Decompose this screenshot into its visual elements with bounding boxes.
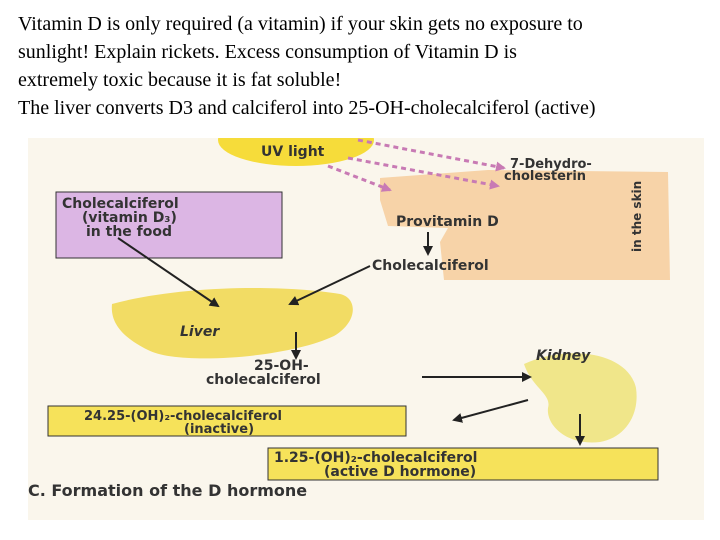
- skin-to-liver-arrow: [288, 265, 371, 306]
- kidney-shape: [524, 353, 637, 443]
- text-line: sunlight! Explain rickets. Excess consum…: [18, 41, 517, 63]
- liver-label: Liver: [180, 324, 220, 340]
- diagram-svg: UV light 7-Dehydro- cholesterin in the s…: [28, 138, 670, 500]
- uv-arrow: [327, 164, 392, 192]
- text-line: extremely toxic because it is fat solubl…: [18, 69, 342, 91]
- inactive-label-2: (inactive): [184, 422, 254, 437]
- cholecalciferol-skin-label: Cholecalciferol: [372, 258, 489, 274]
- in-the-skin-label: in the skin: [630, 181, 644, 252]
- diagram-caption: C. Formation of the D hormone: [28, 481, 307, 500]
- uv-light-label: UV light: [261, 144, 325, 160]
- skin-shape: [380, 170, 670, 280]
- active-label-2: (active D hormone): [324, 464, 476, 480]
- food-to-liver-arrow: [117, 237, 220, 308]
- uv-arrow: [357, 138, 506, 172]
- food-label-2: (vitamin D₃): [82, 210, 177, 226]
- active-label-1: 1.25-(OH)₂-cholecalciferol: [274, 450, 477, 466]
- vitamin-d-diagram: UV light 7-Dehydro- cholesterin in the s…: [28, 138, 704, 520]
- inactive-box: [47, 405, 407, 437]
- sun-shape: [218, 138, 374, 166]
- kidney-label: Kidney: [536, 348, 591, 364]
- kidney-to-inactive-arrow: [452, 399, 529, 423]
- text-line: Vitamin D is only required (a vitamin) i…: [18, 13, 583, 35]
- liver-shape: [111, 288, 353, 359]
- food-label-1: Cholecalciferol: [62, 196, 179, 212]
- slide-text: Vitamin D is only required (a vitamin) i…: [18, 10, 718, 122]
- dehydrocholesterin-label-1: 7-Dehydro-: [510, 157, 592, 172]
- food-label-3: in the food: [86, 224, 172, 240]
- active-box: [267, 447, 659, 481]
- inactive-label-1: 24.25-(OH)₂-cholecalciferol: [84, 409, 282, 424]
- oh25-label-2: cholecalciferol: [206, 372, 321, 388]
- food-box: [55, 191, 283, 259]
- oh25-label-1: 25-OH-: [254, 358, 309, 374]
- provitamin-d-label: Provitamin D: [396, 214, 499, 230]
- text-line: The liver converts D3 and calciferol int…: [18, 97, 596, 119]
- uv-arrow: [347, 156, 500, 190]
- dehydrocholesterin-label-2: cholesterin: [504, 169, 586, 184]
